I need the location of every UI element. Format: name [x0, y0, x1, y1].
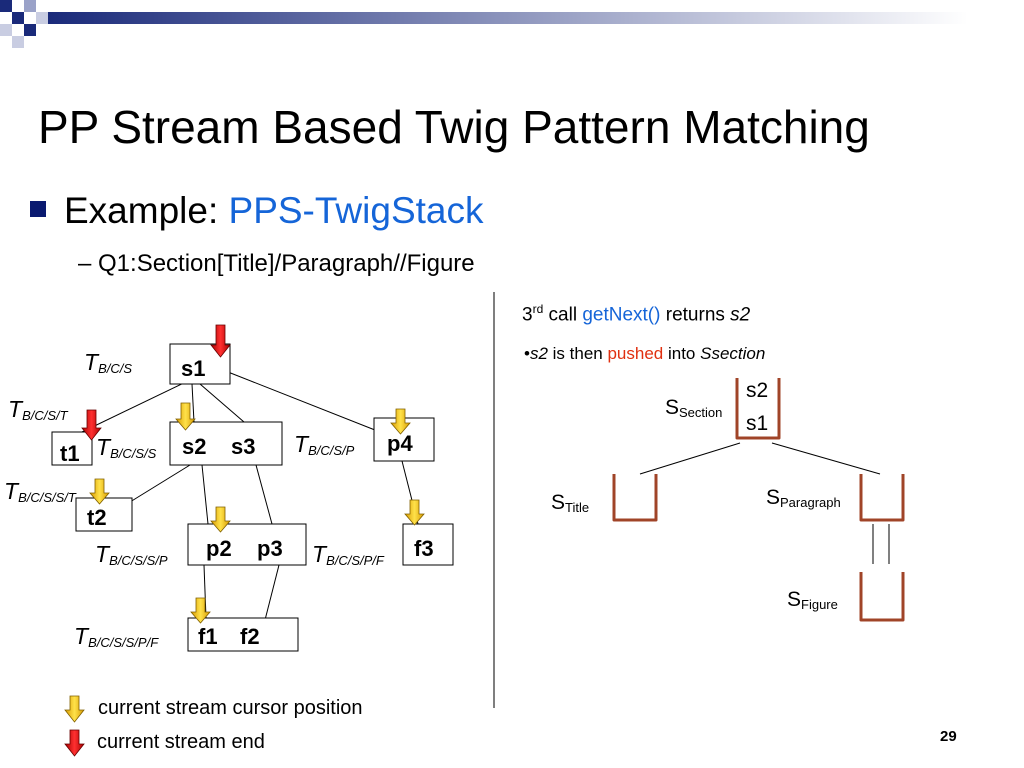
node-t2: t2: [87, 505, 107, 530]
box-p2-p3: [187, 523, 307, 566]
label-t-bcs: TB/C/S: [84, 349, 133, 376]
node-p3: p3: [257, 536, 283, 561]
edge-s3-p3: [255, 464, 273, 525]
edge-s1-p4: [227, 371, 381, 433]
page-number: 29: [940, 728, 957, 745]
legend-cursor-text: current stream cursor position: [98, 697, 363, 719]
stack-title-label: STitle: [551, 491, 590, 515]
legend-end-text: current stream end: [97, 731, 265, 753]
label-t-bcspf: TB/C/S/P/F: [312, 541, 384, 568]
stack-edge-section-paragraph: [771, 442, 881, 475]
node-p4: p4: [387, 431, 413, 456]
stack-figure-bucket: [859, 572, 905, 622]
edge-s2-p2: [201, 464, 209, 525]
header-decoration: [0, 0, 968, 48]
end-arrow-s1-icon: [210, 324, 231, 358]
stack-section-item-s2: s2: [746, 379, 769, 402]
label-t-bcst: TB/C/S/T: [8, 396, 68, 423]
bullet-example-prefix: Example:: [64, 190, 229, 231]
cursor-arrow-p4-icon: [390, 408, 411, 435]
node-s1: s1: [181, 356, 206, 381]
label-t-bcsst: TB/C/S/S/T: [4, 478, 76, 505]
cursor-arrow-p2-icon: [210, 506, 231, 533]
cursor-arrow-f1-icon: [190, 597, 211, 624]
box-f3: [402, 523, 454, 566]
stack-paragraph-bucket: [859, 474, 905, 522]
legend-cursor-arrow-icon: [64, 695, 85, 723]
box-f1-f2: [187, 617, 299, 652]
label-t-bcss: TB/C/S/S: [96, 434, 157, 461]
label-t-bcsspf: TB/C/S/S/P/F: [74, 623, 159, 650]
stack-title-bucket: [612, 474, 658, 522]
label-t-bcsp: TB/C/S/P: [294, 431, 355, 458]
stack-section-item-s1: s1: [746, 412, 769, 435]
edge-s1-t1: [81, 379, 191, 433]
node-f2: f2: [240, 624, 260, 649]
algorithm-name: PPS-TwigStack: [228, 190, 484, 231]
cursor-arrow-t2-icon: [89, 478, 110, 505]
node-t1: t1: [60, 441, 80, 466]
getnext-call-text: 3rd call getNext() returns s2: [522, 302, 751, 326]
square-bullet-icon: [30, 201, 46, 217]
stack-section-bucket: [735, 378, 781, 440]
box-t1: [51, 431, 93, 466]
stack-figure-label: SFigure: [787, 588, 838, 612]
label-t-bcssp: TB/C/S/S/P: [95, 541, 168, 568]
stack-section-label: SSection: [665, 396, 723, 420]
edge-s2-t2: [129, 464, 191, 503]
end-arrow-t1-icon: [81, 409, 102, 441]
node-s3: s3: [231, 434, 256, 459]
push-text: •s2 is then pushed into Ssection: [524, 344, 766, 363]
legend-end-arrow-icon: [64, 729, 85, 757]
slide-title: PP Stream Based Twig Pattern Matching: [38, 101, 870, 153]
edge-p3-f2: [264, 564, 280, 621]
node-f3: f3: [414, 536, 434, 561]
stack-paragraph-label: SParagraph: [766, 486, 841, 510]
cursor-arrow-s2-icon: [175, 402, 196, 431]
node-s2: s2: [182, 434, 207, 459]
node-f1: f1: [198, 624, 218, 649]
cursor-arrow-f3-icon: [404, 499, 425, 526]
node-p2: p2: [206, 536, 232, 561]
bullet-example: Example: PPS-TwigStack: [30, 190, 484, 232]
edge-s1-s2: [191, 383, 195, 423]
bullet-query: – Q1:Section[Title]/Paragraph//Figure: [78, 250, 475, 277]
tree-edges: [81, 371, 419, 621]
edge-s1-s3: [199, 383, 245, 423]
stack-edge-section-title: [639, 442, 741, 475]
box-s2-s3: [169, 421, 283, 466]
edge-p2-f1: [203, 564, 207, 619]
